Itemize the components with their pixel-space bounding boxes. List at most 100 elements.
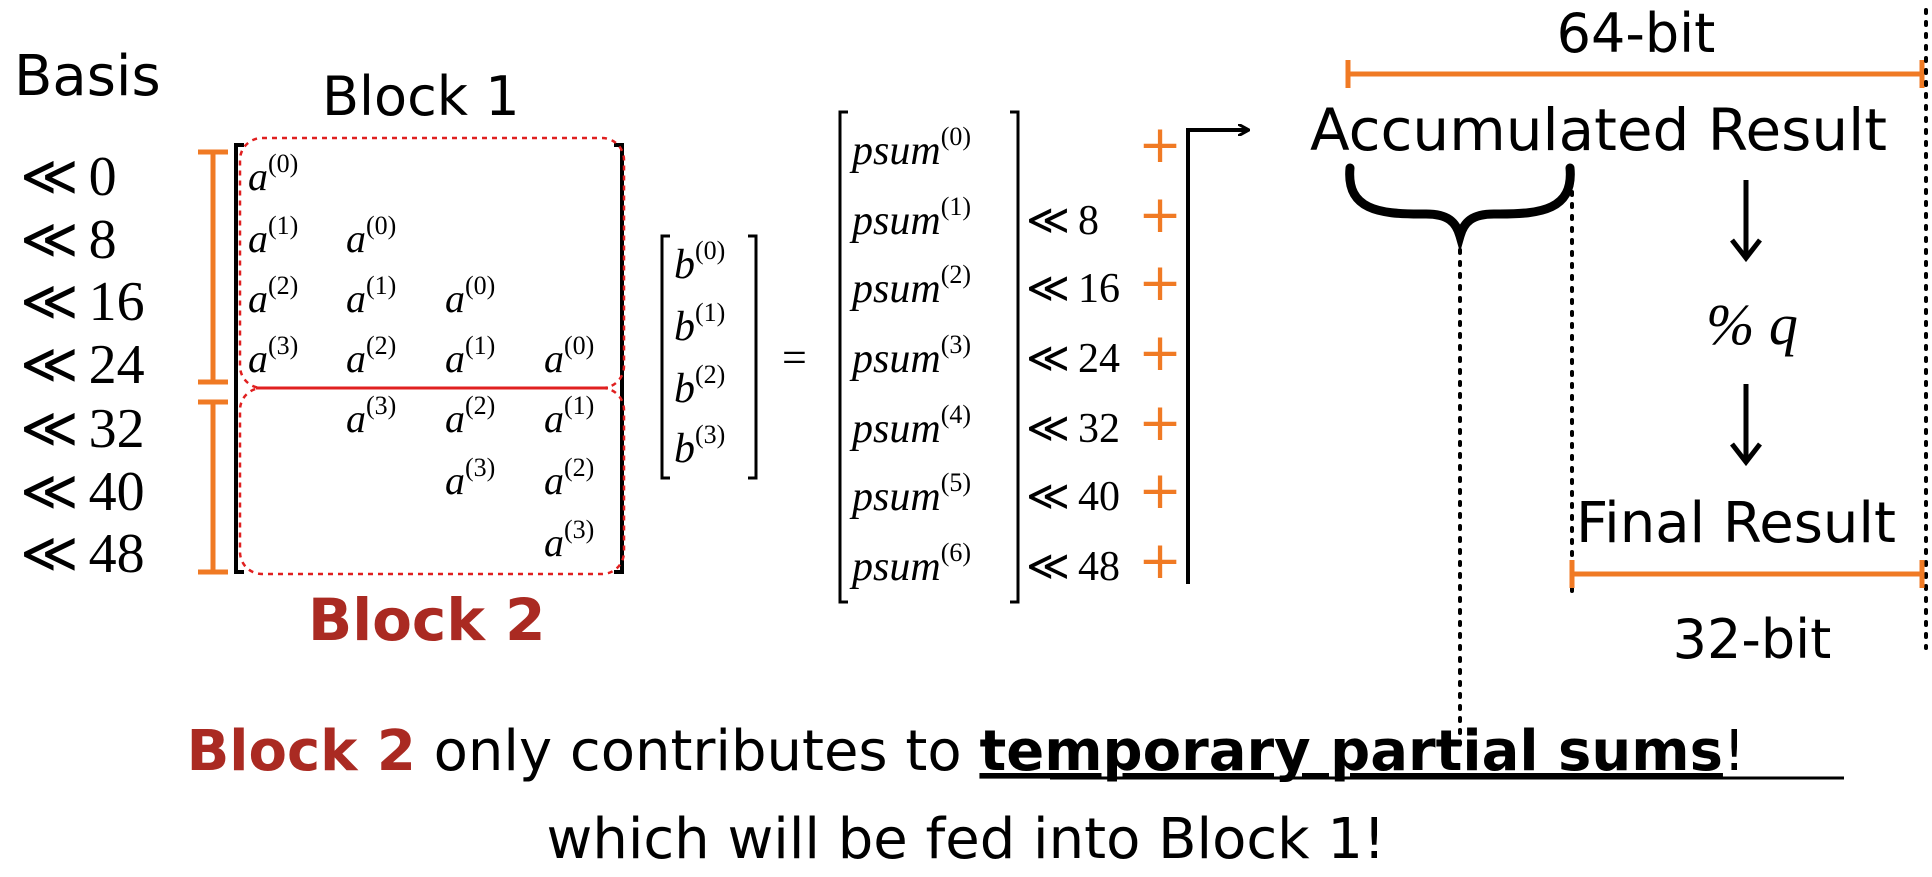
psum-entry-base: psum [849,128,941,174]
shift-symbol: ≪ [1026,198,1070,244]
shift-value: 16 [89,271,145,333]
psum-entry-sup: (6) [941,538,971,567]
shift-value: 8 [89,209,117,271]
caption-line-2: which will be fed into Block 1! [547,807,1386,872]
vector-b-entry-base: b [674,304,695,350]
vector-b-entry-base: b [674,366,695,412]
shift-symbol: ≪ [20,398,79,460]
shift-symbol: ≪ [1026,544,1070,590]
shift-value: 24 [1078,336,1120,382]
width-32bit-bar [1569,560,1925,588]
basis-shift-24: ≪24 [20,334,145,396]
matrix-a-entry-base: a [346,336,366,381]
basis-shift-32: ≪32 [20,398,145,460]
block1-range-bracket [198,149,228,385]
matrix-a-entry-sup: (1) [268,211,298,240]
matrix-a-entry: a(1) [544,391,594,441]
matrix-a-entry-base: a [346,276,366,321]
vector-b-entry-base: b [674,426,695,472]
shift-value: 48 [89,523,145,585]
caption-block2: Block 2 [187,719,416,784]
matrix-a-entry-sup: (1) [465,331,495,360]
shift-symbol: ≪ [20,271,79,333]
psum-entry-base: psum [849,198,941,244]
psum-entry-base: psum [849,544,941,590]
plus-sign: + [1138,115,1182,175]
matrix-a-left-bracket [234,143,244,574]
matrix-a: a(0)a(1)a(0)a(2)a(1)a(0)a(3)a(2)a(1)a(0)… [248,149,594,565]
matrix-a-entry-base: a [248,276,268,321]
matrix-a-entry: a(2) [445,391,495,441]
matrix-a-entry-base: a [445,276,465,321]
psum-entry: psum(0) [849,122,971,174]
shift-value: 32 [89,398,145,460]
matrix-a-entry-base: a [544,396,564,441]
down-arrow-2 [1730,384,1762,467]
psum-entry-sup: (0) [941,122,971,151]
matrix-a-entry-sup: (3) [465,453,495,482]
matrix-a-entry-base: a [544,458,564,503]
matrix-a-entry: a(2) [346,331,396,381]
vector-b-entry-sup: (2) [695,360,725,389]
equals-sign: = [782,333,807,382]
matrix-a-entry-base: a [346,396,366,441]
shift-value: 16 [1078,266,1120,312]
vector-b-entry: b(1) [674,298,725,350]
caption-exclaim: ! [1723,719,1745,784]
vector-b-entry-base: b [674,242,695,288]
psum-entry-sup: (2) [941,260,971,289]
shift-symbol: ≪ [20,146,79,208]
matrix-a-entry-base: a [346,216,366,261]
block2-range-bracket [198,399,228,575]
psum-entry: psum(1) [849,192,971,244]
shift-symbol: ≪ [20,461,79,523]
shift-symbol: ≪ [1026,336,1070,382]
caption-line-1: Block 2 only contributes to temporary pa… [187,719,1746,784]
psum-entry-sup: (1) [941,192,971,221]
shift-symbol: ≪ [1026,406,1070,452]
basis-shift-16: ≪16 [20,271,145,333]
basis-title: Basis [14,44,161,109]
psum-entry-sup: (4) [941,400,971,429]
matrix-a-entry: a(2) [544,453,594,503]
plus-sign: + [1138,393,1182,453]
vector-b-entry-sup: (0) [695,236,725,265]
psum-brackets [838,110,1020,604]
matrix-a-entry-sup: (3) [268,331,298,360]
psum-vector: psum(0)+psum(1)≪8+psum(2)≪16+psum(3)≪24+… [849,115,1182,591]
matrix-a-entry-base: a [445,458,465,503]
vector-b: b(0)b(1)b(2)b(3) [674,236,725,472]
vector-b-entry-sup: (1) [695,298,725,327]
matrix-a-entry-sup: (2) [268,271,298,300]
block2-label: Block 2 [308,586,545,654]
vector-b-brackets [660,234,758,480]
vector-b-left-bracket [660,234,670,480]
matrix-a-entry-sup: (3) [564,515,594,544]
matrix-a-entry-sup: (1) [564,391,594,420]
matrix-a-entry: a(3) [544,515,594,565]
matrix-a-entry-sup: (0) [268,149,298,178]
caption-mid: only contributes to [416,719,980,784]
shift-value: 40 [1078,474,1120,520]
vector-b-entry: b(3) [674,420,725,472]
psum-shift-16: ≪16 [1026,266,1120,312]
plus-sign: + [1138,531,1182,591]
mod-q-label: % q [1706,292,1798,357]
final-result-title: Final Result [1576,491,1896,556]
shift-value: 48 [1078,544,1120,590]
width-32bit-label: 32-bit [1673,608,1832,671]
psum-entry: psum(2) [849,260,971,312]
matrix-a-entry-base: a [248,154,268,199]
basis-shift-list: ≪0≪8≪16≪24≪32≪40≪48 [20,146,145,585]
matrix-a-entry-base: a [248,216,268,261]
psum-shift-32: ≪32 [1026,406,1120,452]
matrix-a-entry-sup: (0) [564,331,594,360]
matrix-a-entry: a(1) [445,331,495,381]
vector-b-entry-sup: (3) [695,420,725,449]
matrix-a-brackets [234,143,624,574]
matrix-a-entry: a(2) [248,271,298,321]
dotted-guides [1458,8,1928,746]
matrix-a-entry: a(3) [248,331,298,381]
matrix-a-entry-sup: (2) [564,453,594,482]
